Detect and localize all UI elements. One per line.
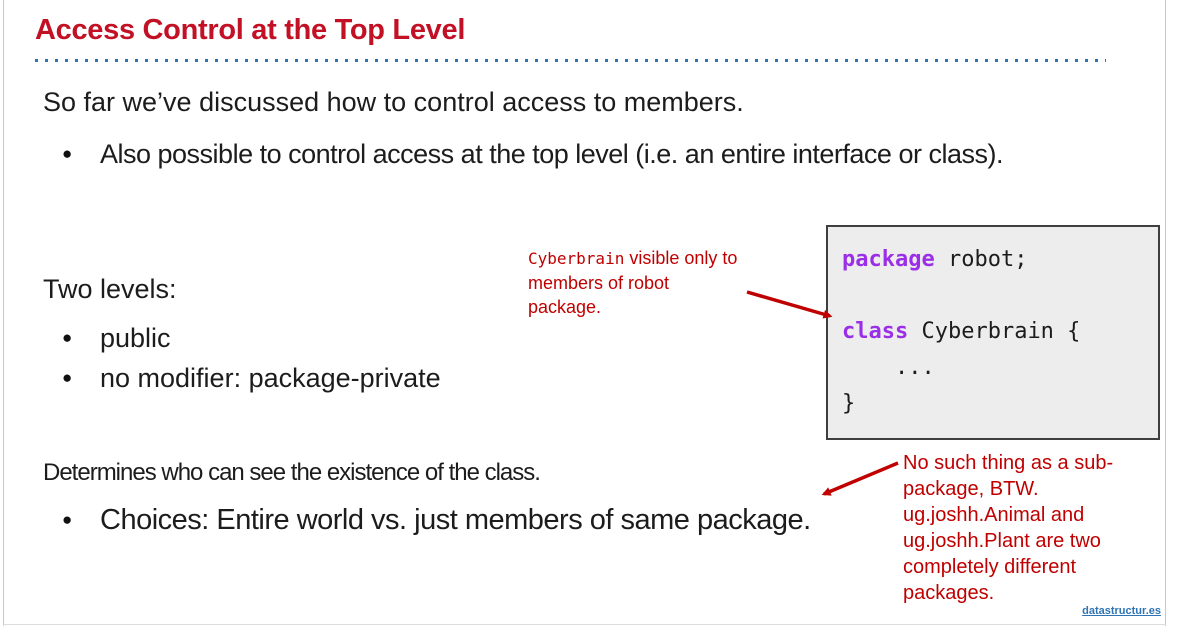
- bullet-icon: ●: [62, 328, 73, 347]
- code-line-class: class Cyberbrain {: [842, 319, 1080, 344]
- bullet-item-label: public: [100, 323, 171, 353]
- slide-left-border: [3, 0, 4, 626]
- keyword-package: package: [842, 247, 935, 272]
- code-line-ellipsis: ...: [842, 355, 935, 380]
- title-divider-dotted-line: [35, 59, 1106, 62]
- bullet-icon: ●: [62, 368, 73, 387]
- keyword-class: class: [842, 319, 909, 344]
- code-line-closing-brace: }: [842, 391, 856, 416]
- bullet-icon: ●: [62, 144, 73, 163]
- slide-right-border: [1165, 0, 1166, 626]
- bullet-item-public: ● public: [62, 321, 171, 356]
- code-box: package robot; class Cyberbrain { ... }: [826, 225, 1160, 440]
- intro-text: So far we’ve discussed how to control ac…: [43, 87, 744, 117]
- slide-title: Access Control at the Top Level: [35, 14, 466, 46]
- code-package-rest: robot;: [934, 247, 1028, 272]
- bullet-item-choices: ● Choices: Entire world vs. just members…: [62, 504, 811, 536]
- two-levels-heading: Two levels:: [43, 274, 177, 304]
- annotation-visibility-note: Cyberbrain visible only to members of ro…: [528, 246, 743, 319]
- footer-link[interactable]: datastructur.es: [1082, 605, 1161, 617]
- arrow-to-choices-text: [821, 461, 899, 496]
- determines-text: Determines who can see the existence of …: [43, 459, 541, 486]
- annotation-code-name: Cyberbrain: [528, 249, 625, 268]
- annotation-visibility-text: visible only to members of robot package…: [528, 248, 738, 317]
- bullet-icon: ●: [62, 510, 73, 529]
- bullet-item-top-level: ● Also possible to control access at the…: [62, 137, 1082, 172]
- bullet-item-label: no modifier: package-private: [100, 363, 441, 393]
- bullet-item-label: Choices: Entire world vs. just members o…: [100, 504, 811, 536]
- bullet-item-label: Also possible to control access at the t…: [100, 139, 1003, 169]
- code-blank-line: [842, 283, 855, 308]
- slide-bottom-border: [3, 624, 1166, 625]
- code-line-package: package robot;: [842, 247, 1027, 272]
- code-class-rest: Cyberbrain {: [908, 319, 1081, 344]
- arrow-to-code-box: [746, 290, 833, 319]
- annotation-subpackage-note: No such thing as a sub-package, BTW. ug.…: [903, 452, 1114, 604]
- bullet-item-no-modifier: ● no modifier: package-private: [62, 361, 441, 396]
